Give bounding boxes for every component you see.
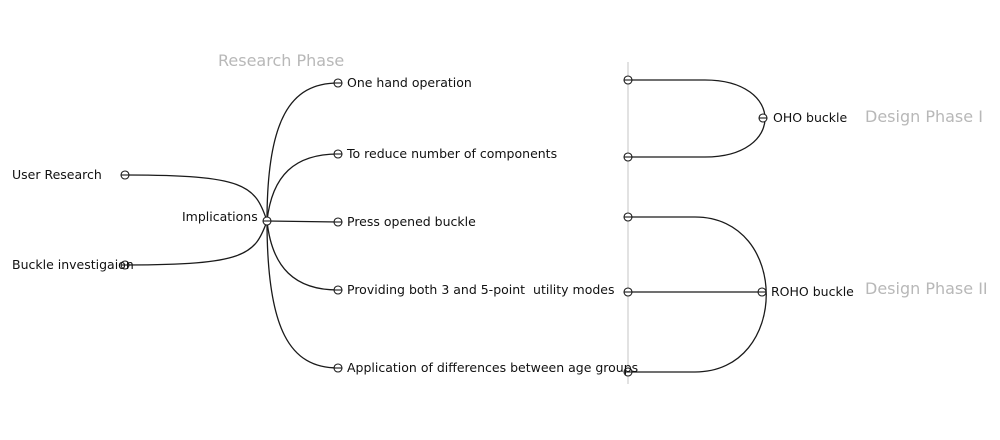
label-reduce-components: To reduce number of components [346, 146, 557, 161]
research-phase-title: Research Phase [218, 51, 344, 70]
branch-utility-modes [266, 220, 339, 291]
label-one-hand-operation: One hand operation [347, 75, 472, 90]
branch-press-opened [266, 220, 339, 223]
label-oho-buckle: OHO buckle [773, 110, 847, 125]
node-user-research [120, 170, 130, 180]
branch-age-groups [266, 220, 339, 369]
node-design1-bottom [623, 152, 633, 162]
design-phase-1-title: Design Phase I [865, 107, 983, 126]
connector-user-research [124, 174, 268, 222]
branch-one-hand-operation [266, 82, 339, 222]
connector-buckle-investigation [124, 220, 268, 266]
label-user-research: User Research [12, 167, 102, 182]
node-design1-top [623, 75, 633, 85]
node-utility-modes [333, 285, 343, 295]
design-phase-2-title: Design Phase II [865, 279, 988, 298]
node-one-hand-operation [333, 78, 343, 88]
label-age-groups: Application of differences between age g… [347, 360, 638, 375]
node-design2-middle [623, 287, 633, 297]
node-age-groups [333, 363, 343, 373]
label-roho-buckle: ROHO buckle [771, 284, 854, 299]
node-press-opened [333, 217, 343, 227]
label-buckle-investigation: Buckle investigaion [12, 257, 134, 272]
label-press-opened: Press opened buckle [347, 214, 476, 229]
node-implications [262, 216, 272, 226]
node-design2-top [623, 212, 633, 222]
label-utility-modes: Providing both 3 and 5-point utility mod… [347, 282, 615, 297]
node-oho-buckle [758, 113, 768, 123]
roho-buckle-loop [628, 216, 767, 373]
node-buckle-investigation [120, 260, 130, 270]
oho-buckle-loop [628, 79, 766, 158]
node-design2-bottom [623, 367, 633, 377]
label-implications: Implications [182, 209, 258, 224]
branch-reduce-components [266, 153, 339, 222]
node-roho-buckle [757, 287, 767, 297]
node-reduce-components [333, 149, 343, 159]
